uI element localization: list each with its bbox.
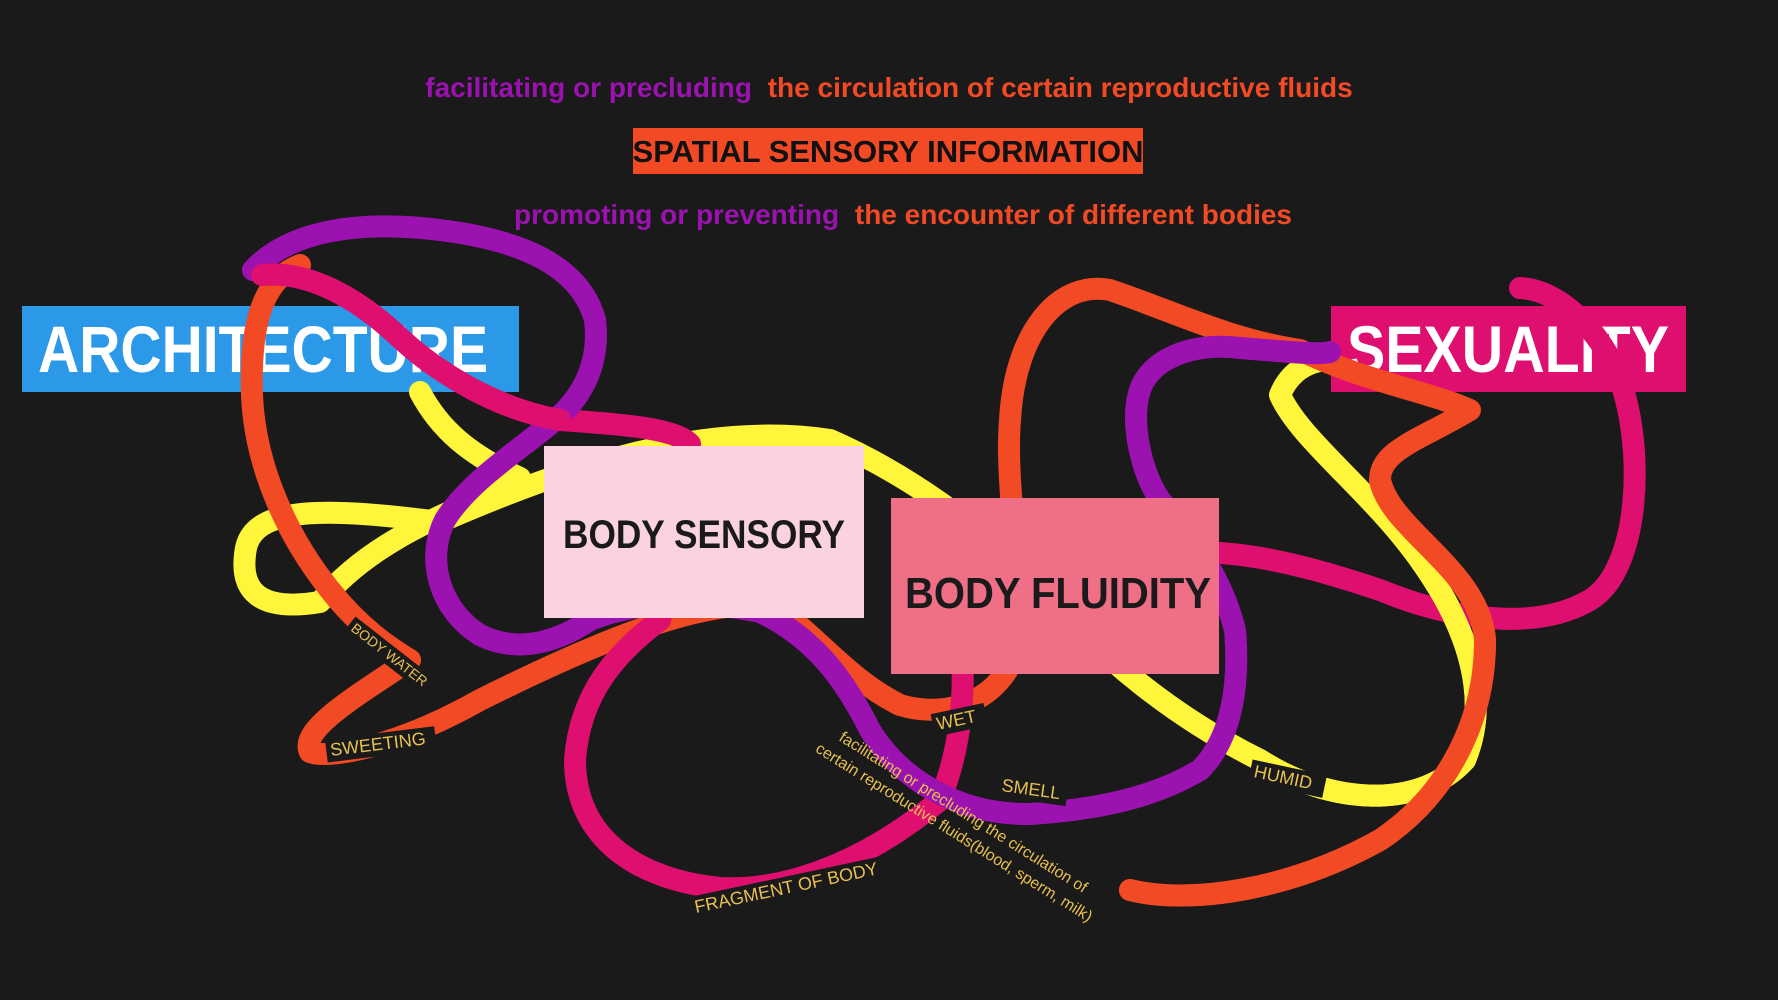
banner-title: SPATIAL SENSORY INFORMATION [633,134,1144,169]
tag-body-water-bg [343,616,438,696]
ribbon-magenta [251,263,1646,900]
ribbon-purple [242,215,1341,826]
body-sensory-box [544,446,864,618]
body-fluidity-label: BODY FLUIDITY [905,569,1211,618]
tag-smell-bg [996,773,1069,807]
tag-fragment-bg [688,853,901,920]
tag-humid-bg [1247,759,1327,798]
header-line-3-prefix: promoting or preventing [514,199,839,230]
tag-sweeting-bg [324,726,437,763]
header-line-3-suffix: the encounter of different bodies [855,199,1292,230]
body-fluidity-box [891,498,1219,674]
header-line-1: facilitating or precluding the circulati… [425,72,1352,103]
header-line-1-suffix: the circulation of certain reproductive … [768,72,1353,103]
banner-background [633,128,1143,174]
header-line-1-prefix: facilitating or precluding [425,72,752,103]
tag-wet-bg [930,702,989,737]
ribbon-magenta-overlay [251,263,571,431]
ribbon-red-overlay-2 [1119,469,1496,907]
body-sensory-label: BODY SENSORY [563,513,845,557]
header-line-3: promoting or preventing the encounter of… [514,199,1292,230]
